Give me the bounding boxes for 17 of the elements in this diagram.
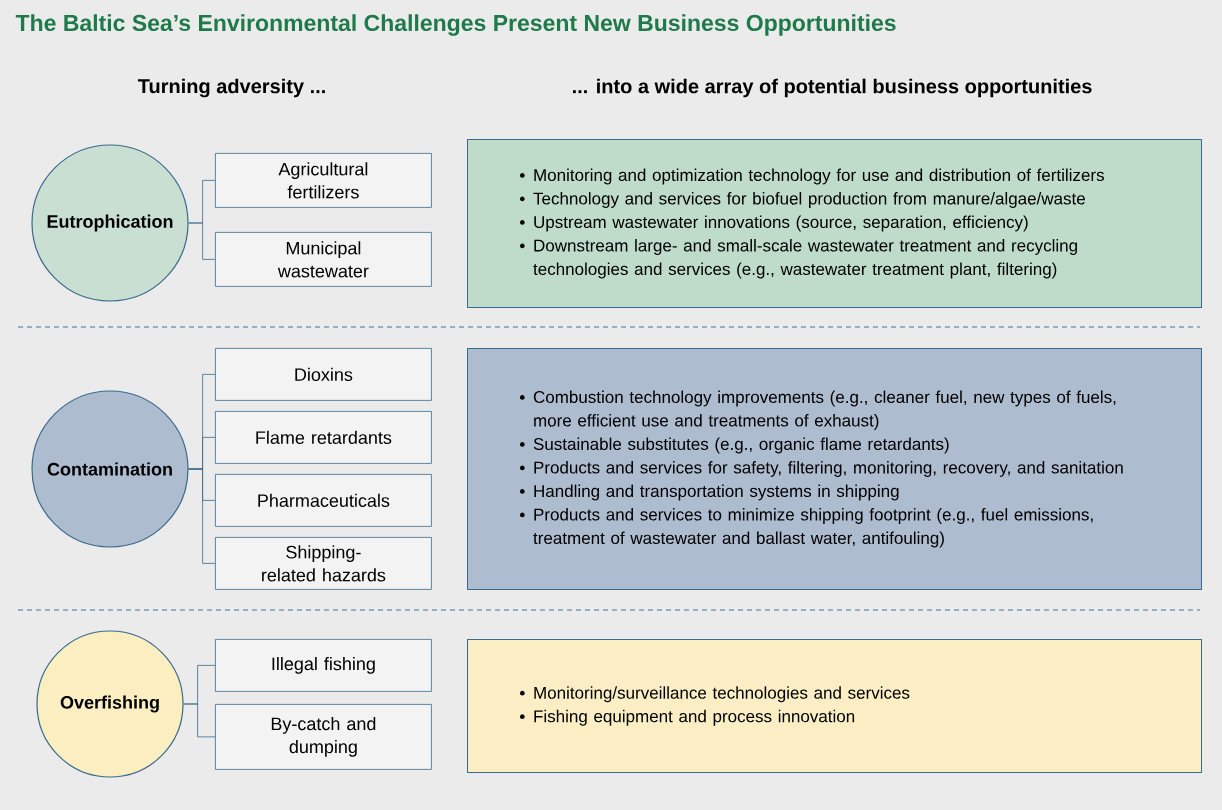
cause-box: Pharmaceuticals bbox=[215, 474, 432, 527]
opportunity-box: Combustion technology improvements (e.g., cleaner fuel, new types of fuels, more efficient use and treatments of exhaust) Sustainable substitutes (e.g., organic flame retardants) Products and services for safety, filtering, monitoring, recovery, and sanitation Handling and transportation systems in shipping Products and services to minimize shipping footprint (e.g., fuel emissions, treatment of wastewater and ballast water, antifouling) bbox=[467, 348, 1202, 590]
cause-box: By-catch and dumping bbox=[215, 704, 432, 770]
cause-box: Municipal wastewater bbox=[215, 232, 432, 287]
connector-line bbox=[188, 468, 216, 564]
cause-box: Dioxins bbox=[215, 348, 432, 401]
opportunity-box: Monitoring/surveillance technologies and services Fishing equipment and process innovation bbox=[467, 639, 1202, 773]
connector-line bbox=[183, 703, 216, 738]
title: The Baltic Sea’s Environmental Challenges Present New Business Opportunities bbox=[15, 14, 896, 36]
column-heading: ... into a wide array of potential business opportunities bbox=[572, 78, 1092, 98]
cause-box: Agricultural fertilizers bbox=[215, 153, 432, 208]
cause-box: Illegal fishing bbox=[215, 639, 432, 692]
cause-box: Flame retardants bbox=[215, 411, 432, 464]
connector-line bbox=[188, 222, 216, 260]
opportunity-box: Monitoring and optimization technology for use and distribution of fertilizers Technology and services for biofuel production from manure/algae/waste Upstream wastewater innovations (source, separation, efficiency) Downstream large- and small-scale wastewater treatment and recycling technologies and services (e.g., wastewater treatment plant, filtering) bbox=[467, 139, 1202, 308]
cause-box: Shipping-related hazards bbox=[215, 537, 432, 590]
column-heading: Turning adversity ... bbox=[137, 78, 325, 98]
